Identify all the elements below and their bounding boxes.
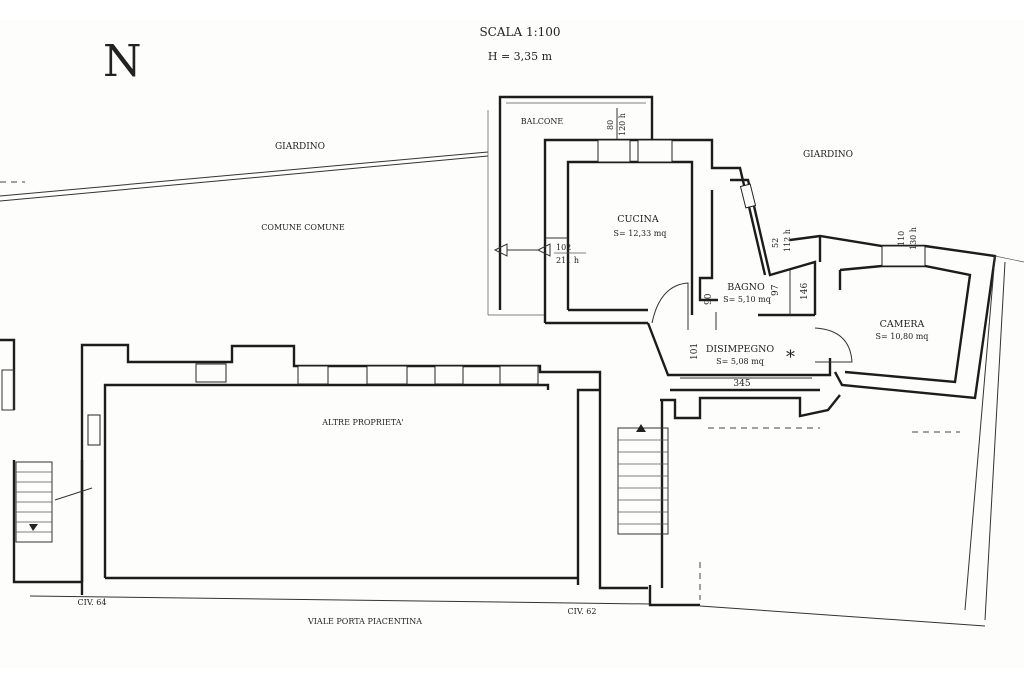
cucina-area: S= 12,33 mq xyxy=(614,229,667,238)
other-properties-label: ALTRE PROPRIETA' xyxy=(321,418,403,427)
other-properties-block: ALTRE PROPRIETA' xyxy=(80,343,648,595)
disimpegno-label: DISIMPEGNO xyxy=(706,344,775,355)
north-arrow-icon: N xyxy=(103,36,142,87)
camera-room: CAMERA S= 10,80 mq 110 130 h xyxy=(789,227,1024,621)
garden-west-label: GIARDINO xyxy=(275,142,325,152)
camera-label: CAMERA xyxy=(880,319,925,330)
camera-window-h: 130 h xyxy=(909,227,918,250)
disimpegno-door-dim: 101 xyxy=(690,343,700,360)
garden-boundary xyxy=(0,151,489,202)
balcone-window-h: 120 h xyxy=(618,113,627,136)
bagno-window-h: 112 h xyxy=(783,229,792,252)
top-margin xyxy=(0,0,1024,20)
civ-62-label: CIV. 62 xyxy=(568,607,597,616)
garden-east-label: GIARDINO xyxy=(803,150,853,160)
street-label: VIALE PORTA PIACENTINA xyxy=(307,617,422,626)
asterisk-mark: * xyxy=(786,347,795,368)
central-stairs xyxy=(617,394,841,607)
bagno-window-w: 52 xyxy=(771,238,780,248)
bagno-width-dim: 97 xyxy=(771,284,781,296)
camera-window-w: 110 xyxy=(897,231,906,246)
disimpegno-length-dim: 345 xyxy=(733,379,750,389)
bagno-door-dim: 90 xyxy=(704,293,714,305)
balcone-label: BALCONE xyxy=(521,117,564,126)
cucina-label: CUCINA xyxy=(617,214,659,225)
cucina-door-w: 102 xyxy=(556,243,571,252)
bagno-area: S= 5,10 mq xyxy=(723,295,771,304)
bagno-room: BAGNO S= 5,10 mq 52 112 h 90 97 146 xyxy=(698,178,817,330)
bagno-label: BAGNO xyxy=(727,282,765,293)
cucina-door-h: 211 h xyxy=(556,256,579,265)
camera-area: S= 10,80 mq xyxy=(876,332,929,341)
disimpegno-area: S= 5,08 mq xyxy=(716,357,764,366)
bagno-depth-dim: 146 xyxy=(800,283,810,300)
balcony: BALCONE 80 120 h xyxy=(487,95,654,316)
scale-label: SCALA 1:100 xyxy=(479,25,560,39)
height-label: H = 3,35 m xyxy=(488,50,553,63)
balcone-window-w: 80 xyxy=(606,120,615,130)
street: CIV. 64 CIV. 62 VIALE PORTA PIACENTINA xyxy=(29,595,986,627)
civ-64-label: CIV. 64 xyxy=(78,598,107,607)
common-area-label: COMUNE COMUNE xyxy=(261,223,345,232)
bottom-margin xyxy=(0,668,1024,683)
left-stairs xyxy=(0,338,93,584)
disimpegno-room: DISIMPEGNO S= 5,08 mq 101 345 * xyxy=(646,282,853,392)
